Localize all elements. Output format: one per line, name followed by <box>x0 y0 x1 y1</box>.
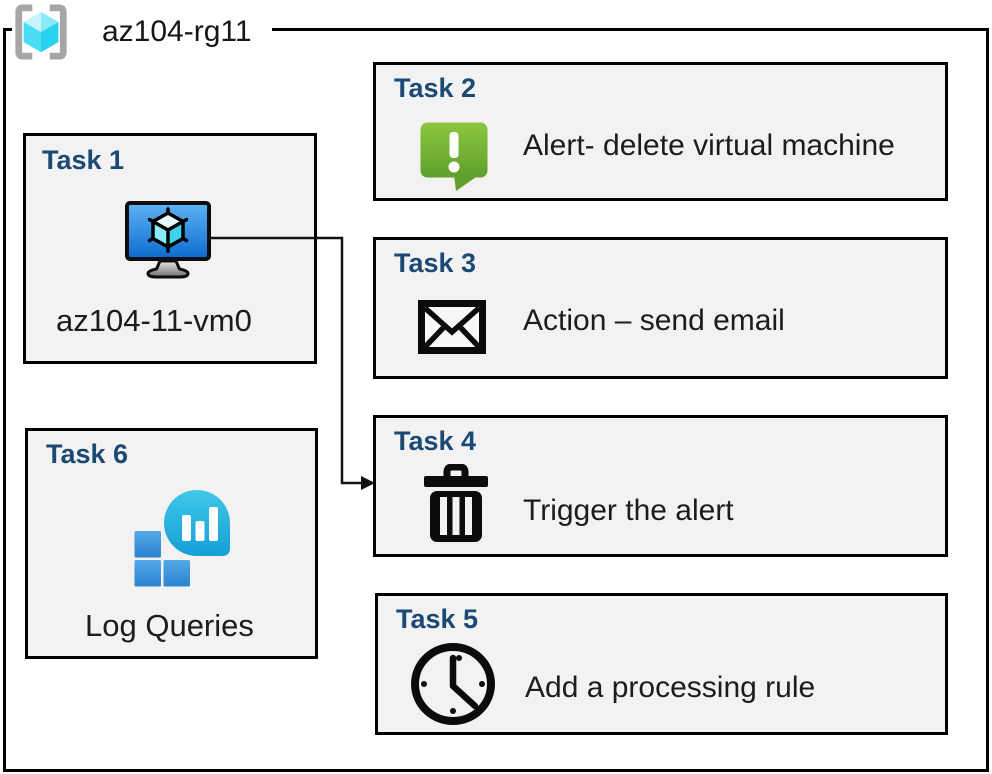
log-analytics-icon <box>134 490 230 587</box>
task-5-title: Task 5 <box>396 604 479 634</box>
task-6-label: Log Queries <box>85 608 254 643</box>
task-5-label: Add a processing rule <box>525 671 816 704</box>
resource-group-header: az104-rg11 <box>12 2 272 62</box>
task-box-6: Task 6 Log Queries <box>25 428 318 659</box>
alert-message-icon <box>420 122 488 191</box>
task-6-title: Task 6 <box>46 439 129 469</box>
task-box-4: Task 4 Trigger the alert <box>373 415 948 557</box>
task-3-title: Task 3 <box>394 248 477 278</box>
virtual-machine-icon <box>125 201 211 279</box>
task-1-label: az104-11-vm0 <box>56 303 252 338</box>
task-box-2: Task 2 Alert- delete virtual machine <box>373 62 948 201</box>
clock-icon <box>411 643 495 725</box>
task-box-3: Task 3 Action – send email <box>373 237 948 379</box>
trash-icon <box>424 464 488 542</box>
task-box-1: Task 1 az104-11-vm0 <box>23 133 317 364</box>
task-3-label: Action – send email <box>523 304 785 337</box>
task-2-title: Task 2 <box>394 73 477 103</box>
task-4-title: Task 4 <box>394 426 477 456</box>
task-4-label: Trigger the alert <box>523 494 734 527</box>
task-box-5: Task 5 Add a processing rule <box>375 593 948 735</box>
resource-group-label: az104-rg11 <box>102 15 252 48</box>
resource-group-icon <box>15 4 67 60</box>
task-2-label: Alert- delete virtual machine <box>523 129 895 162</box>
email-envelope-icon <box>418 300 486 354</box>
task-1-title: Task 1 <box>42 145 125 175</box>
